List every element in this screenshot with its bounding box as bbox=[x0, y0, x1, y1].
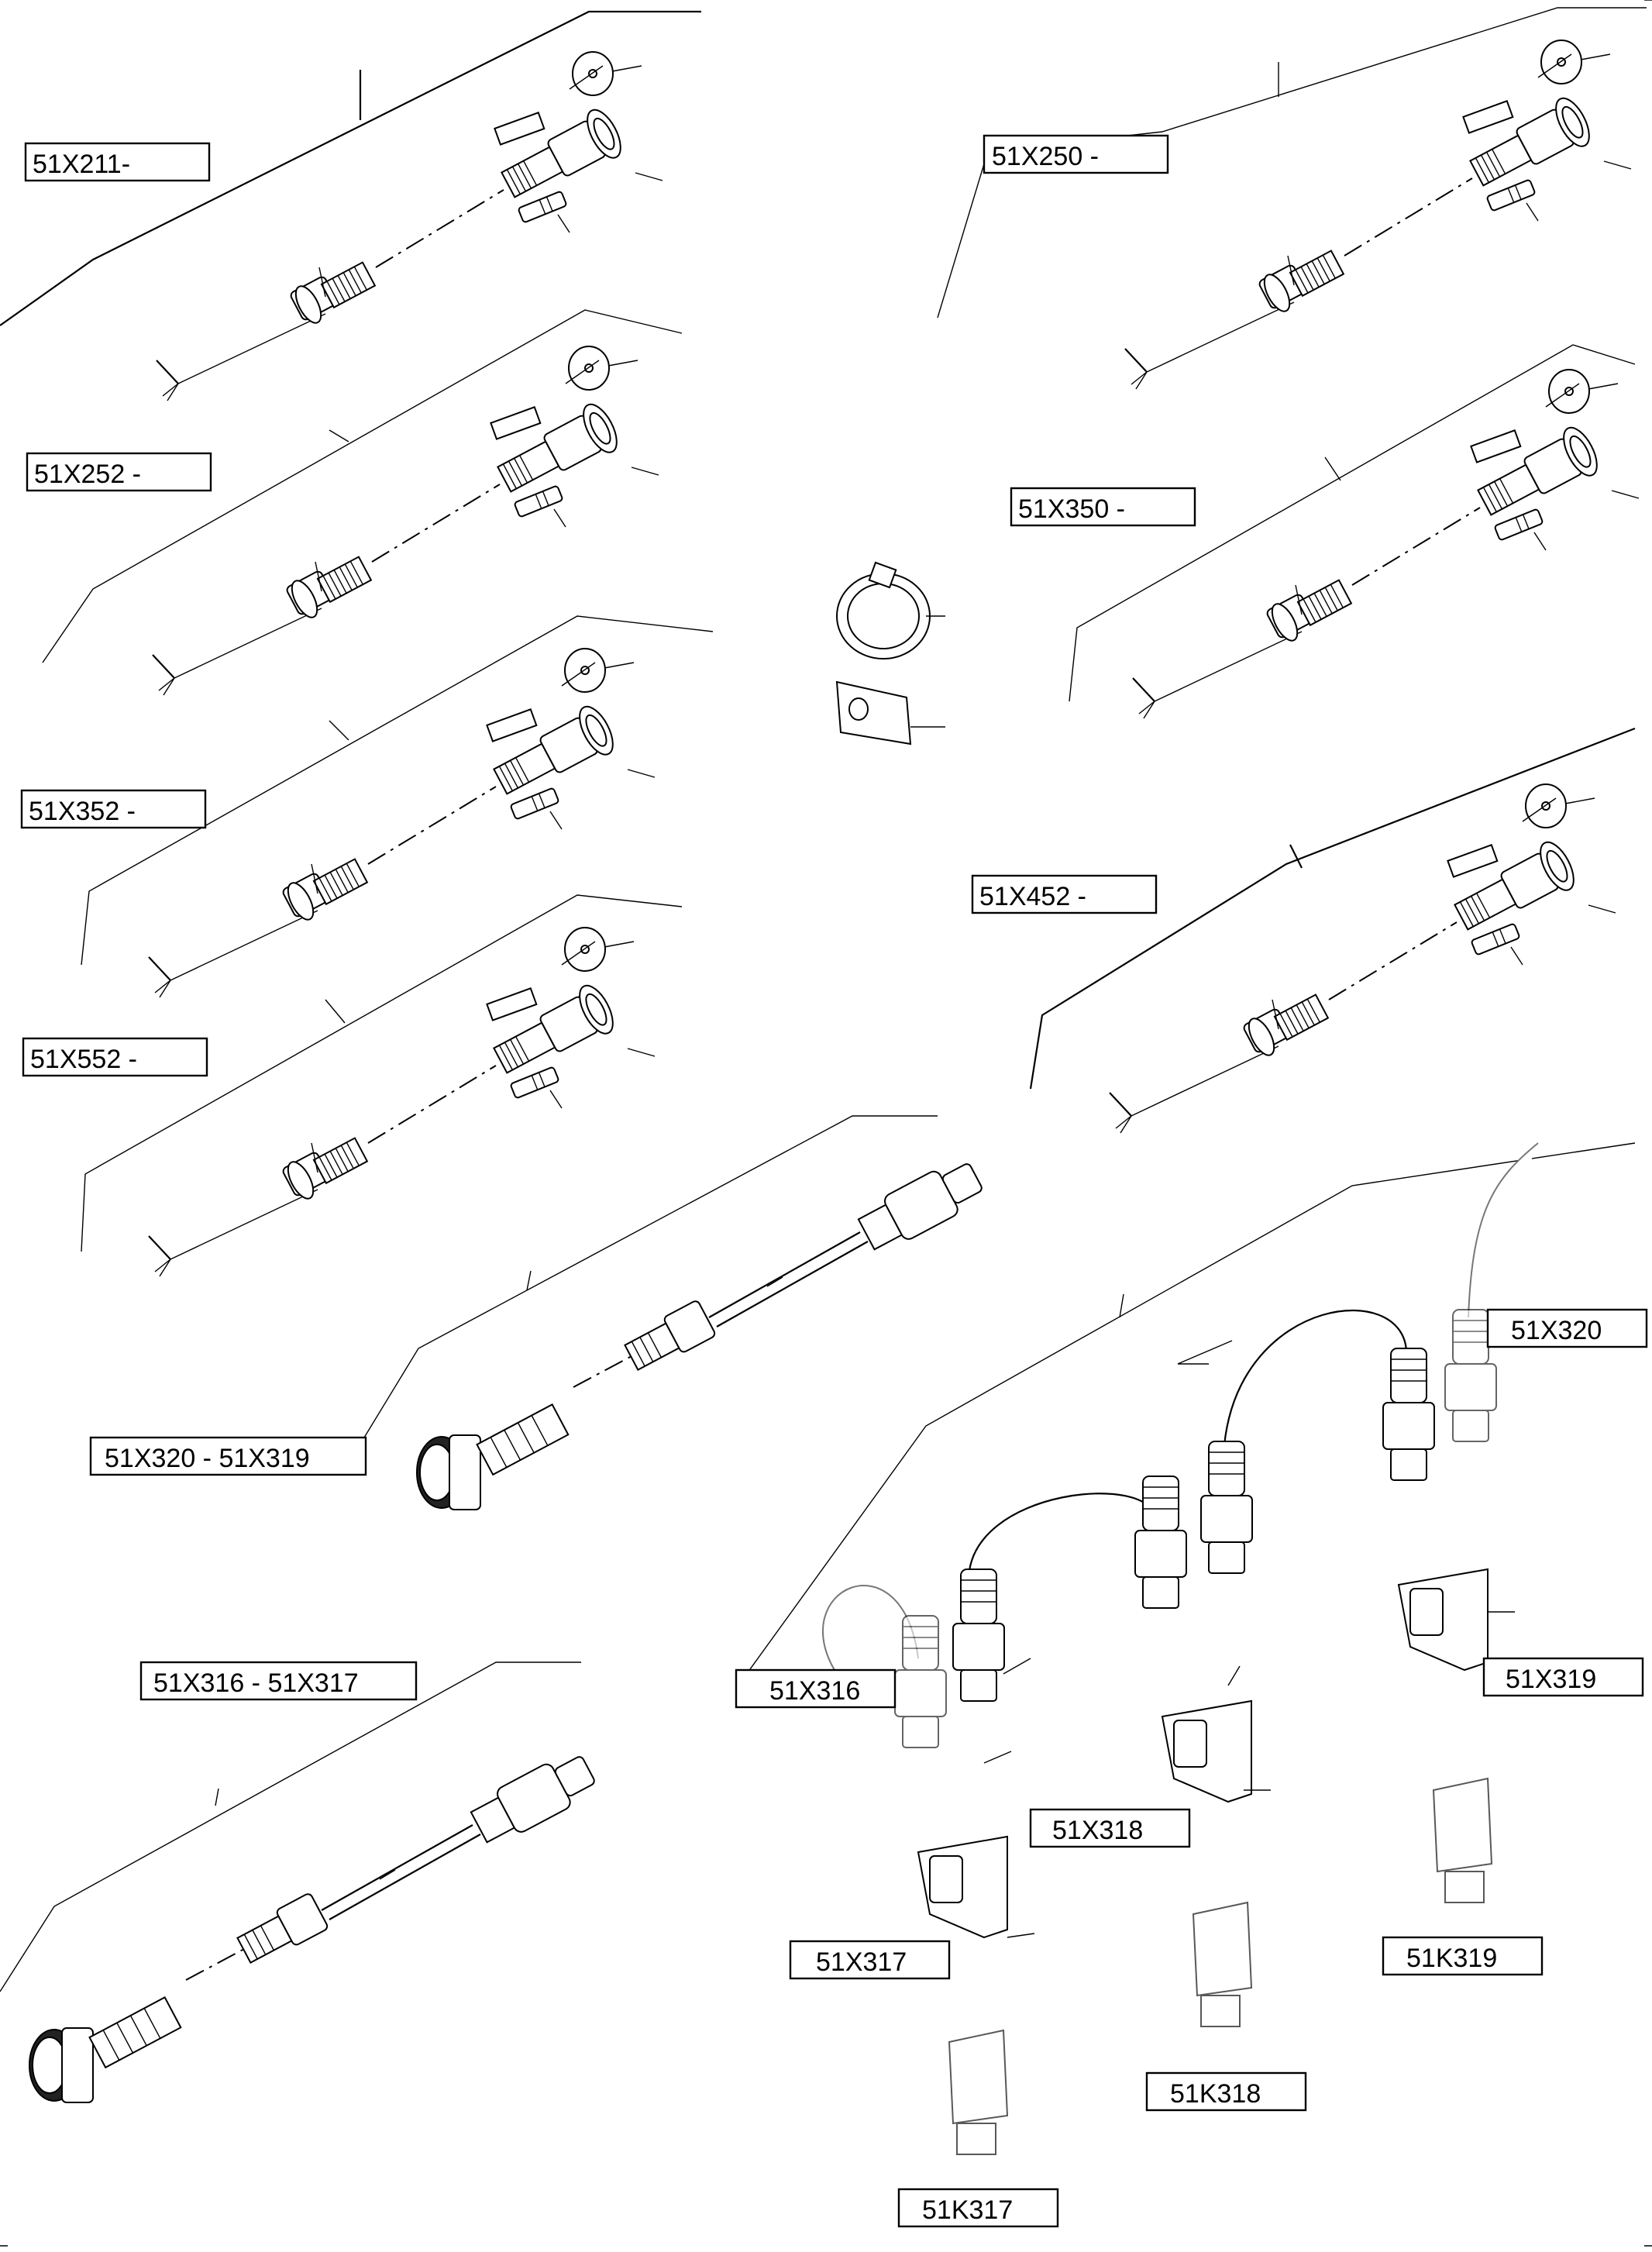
assembly-51x250 bbox=[937, 7, 1647, 391]
label-51x252: 51X252 - bbox=[26, 452, 212, 492]
label-51x352: 51X352 - bbox=[20, 789, 207, 829]
label-text-51x452: 51X452 - bbox=[979, 882, 1086, 911]
grommet-plate bbox=[835, 680, 945, 746]
label-51x317: 51X317 bbox=[789, 1940, 951, 1980]
label-text-51k317: 51K317 bbox=[922, 2195, 1013, 2225]
label-text-51x252: 51X252 - bbox=[34, 460, 141, 489]
label-51x316: 51X316 bbox=[735, 1668, 897, 1709]
label-text-51x320-51x319: 51X320 - 51X319 bbox=[105, 1444, 310, 1473]
label-text-51x319: 51X319 bbox=[1506, 1665, 1596, 1694]
assembly-51x452 bbox=[1029, 727, 1636, 1135]
label-51x452: 51X452 - bbox=[971, 874, 1158, 914]
label-text-51x316-51x317: 51X316 - 51X317 bbox=[153, 1668, 359, 1698]
relay-housing-51x319 bbox=[1397, 1568, 1489, 1672]
assembly-51x350 bbox=[1069, 344, 1640, 720]
assembly-51x320-51x319 bbox=[363, 1115, 989, 1511]
label-51x319: 51X319 bbox=[1482, 1657, 1644, 1697]
cable-tie bbox=[836, 561, 945, 659]
assembly-51x252 bbox=[42, 309, 683, 697]
assembly-51x211 bbox=[0, 10, 701, 402]
label-51x318: 51X318 bbox=[1029, 1808, 1191, 1848]
label-text-51x211: 51X211- bbox=[33, 150, 130, 179]
label-51k319: 51K319 bbox=[1382, 1936, 1544, 1976]
label-51x320-51x319: 51X320 - 51X319 bbox=[89, 1436, 367, 1476]
relay-group bbox=[743, 1142, 1636, 2155]
label-text-51x352: 51X352 - bbox=[29, 797, 136, 826]
assembly-51x352 bbox=[81, 615, 714, 999]
label-51x320: 51X320 bbox=[1486, 1308, 1648, 1348]
label-text-51x250: 51X250 - bbox=[992, 142, 1099, 171]
label-51x350: 51X350 - bbox=[1010, 487, 1196, 527]
label-51x316-51x317: 51X316 - 51X317 bbox=[139, 1661, 418, 1701]
assembly-51x552 bbox=[81, 894, 683, 1278]
label-text-51x320: 51X320 bbox=[1511, 1316, 1602, 1345]
label-51k317: 51K317 bbox=[897, 2188, 1059, 2228]
label-text-51k318: 51K318 bbox=[1170, 2079, 1261, 2109]
label-51x250: 51X250 - bbox=[983, 134, 1169, 174]
relay-housing-51x318 bbox=[1161, 1699, 1252, 1803]
label-text-51x350: 51X350 - bbox=[1018, 494, 1125, 524]
relay-housing-51x317 bbox=[917, 1835, 1008, 1939]
label-51x211: 51X211- bbox=[24, 142, 211, 182]
label-text-51x316: 51X316 bbox=[769, 1676, 860, 1706]
label-text-51k319: 51K319 bbox=[1406, 1944, 1497, 1973]
label-text-51x317: 51X317 bbox=[816, 1947, 907, 1977]
label-text-51x552: 51X552 - bbox=[30, 1045, 137, 1074]
assembly-51x316-51x317 bbox=[0, 1661, 601, 2104]
label-51x552: 51X552 - bbox=[22, 1037, 208, 1077]
label-text-51x318: 51X318 bbox=[1052, 1816, 1143, 1845]
label-51k318: 51K318 bbox=[1145, 2071, 1307, 2112]
